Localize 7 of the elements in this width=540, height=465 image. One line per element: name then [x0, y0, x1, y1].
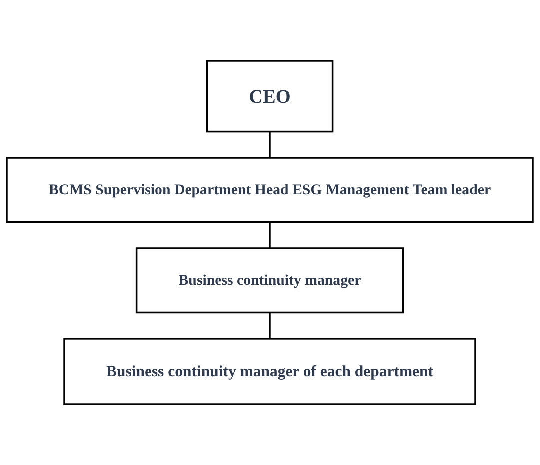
- node-box: Business continuity manager: [136, 247, 404, 314]
- connector: [269, 312, 271, 339]
- node-box: Business continuity manager of each department: [64, 338, 476, 406]
- connector: [269, 132, 271, 158]
- node-box: CEO: [206, 60, 334, 132]
- connector: [269, 222, 271, 248]
- node-box: BCMS Supervision Department Head ESG Management Team leader: [6, 156, 534, 223]
